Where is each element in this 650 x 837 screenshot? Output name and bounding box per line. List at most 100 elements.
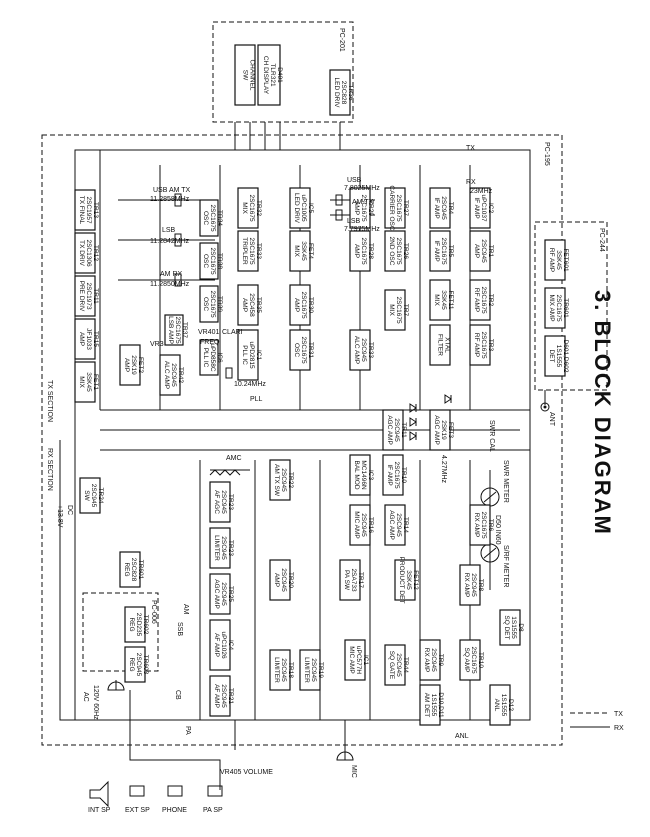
block-text: TR20 (287, 572, 294, 588)
block-text: 2SC828 (130, 558, 137, 582)
block-text: AF AMP (213, 684, 220, 708)
block-text: TR18 (287, 662, 294, 678)
block-text: TR3 (487, 339, 494, 352)
jack-phone: PHONE (162, 807, 187, 814)
block-text: TR37 (181, 322, 188, 338)
block-text: TR19 (317, 662, 324, 678)
block-text: SW (83, 490, 90, 501)
block-text: TR602 (142, 615, 149, 635)
block-text: 2SC945 (440, 196, 447, 220)
block-text: ALC AMP (163, 361, 170, 389)
block-text: RX AMP (423, 648, 430, 673)
block-text: 2SC945 (280, 568, 287, 592)
jack-ext-sp: EXT SP (125, 807, 150, 814)
block-text: 2SC1675 (555, 294, 562, 321)
block-text: 2SC1675 (393, 461, 400, 488)
block-text: AMP (273, 573, 280, 587)
label-tx-top: TX (466, 145, 475, 152)
block-text: RF AMP (473, 288, 480, 312)
xtal-usb (335, 194, 343, 206)
block-text: 2SC1675 (395, 194, 402, 221)
block-text: 3SK45 (300, 241, 307, 261)
pc006-label: PC-006 (150, 600, 157, 624)
block-text: FET11 (447, 290, 454, 309)
block-text: AMP (78, 332, 85, 346)
pc195-label: PC-195 (543, 142, 550, 166)
label-ssb: SSB (176, 622, 183, 636)
block-text: 2SC1675 (209, 204, 216, 231)
block-text: MC1496N (360, 460, 367, 490)
block-text: LIMITER (303, 657, 310, 683)
block-text: uPD858C (209, 343, 216, 371)
block-text: TR10 (477, 652, 484, 668)
jack-labels: INT SP EXT SP PHONE PA SP (88, 807, 223, 814)
block-text: MIX (78, 376, 85, 388)
block-text: 2SC945 (220, 684, 227, 708)
block-text: TR36 (347, 85, 354, 101)
block-text: TR601 (137, 560, 144, 580)
pc201-label: PC-201 (338, 28, 345, 52)
label-swr-cal: SWR CAL (488, 420, 495, 452)
block-text: BAL MOD (353, 460, 360, 489)
legend: TX RX (570, 711, 624, 732)
block-text: 2SK19 (440, 420, 447, 440)
label-cb: CB (174, 690, 181, 700)
block-text: TR21 (227, 688, 234, 704)
block-text: 2SK19 (130, 355, 137, 375)
block-text: FET3 (447, 422, 454, 438)
block-text: OSC (202, 211, 209, 225)
block-text: 2SC1675 (360, 194, 367, 221)
crystals (174, 193, 343, 379)
block-text: 2SC945 (135, 653, 142, 677)
block-text: IC5 (307, 203, 314, 214)
block-text: D10,D11 (437, 692, 444, 718)
label-freq: FREQ (200, 339, 220, 346)
block-text: TR7 (402, 304, 409, 317)
block-text: 1S1555 (430, 694, 437, 717)
block-text: 2SD235 (135, 613, 142, 637)
block-text: 1S1555 (500, 694, 507, 717)
block-text: AM TX SW (273, 464, 280, 497)
block-text: RX AMP (463, 573, 470, 598)
block-text: AF AGC (213, 490, 220, 514)
block-text: 2SC945 (430, 648, 437, 672)
block-text: AMP (353, 201, 360, 215)
block-text: 2SC1675 (480, 286, 487, 313)
block-text: PA SW (343, 570, 350, 591)
label-vr3: VR3 (150, 341, 164, 348)
block-text: 2SC1306 (85, 239, 92, 266)
block-text: AMP (473, 244, 480, 258)
label-rx-top: RX (466, 179, 476, 186)
block-text: FET1 (92, 374, 99, 390)
block-text: CHANNEL (249, 59, 256, 90)
block-text: 2SC458 (248, 293, 255, 317)
switch-diodes (409, 394, 452, 441)
block-text: TR33 (367, 342, 374, 358)
xtal-ref (225, 367, 233, 379)
block-text: uPC577H (355, 646, 362, 674)
block-text: 2SC945 (220, 490, 227, 514)
block-text: FET601 (562, 248, 569, 272)
block-text: PRE DRIV (78, 281, 85, 312)
block-text: 2SC945 (310, 658, 317, 682)
block-text: 2SC1675 (209, 290, 216, 317)
block-text: 3SK45 (405, 570, 412, 590)
block-text: uPC1026 (220, 631, 227, 658)
